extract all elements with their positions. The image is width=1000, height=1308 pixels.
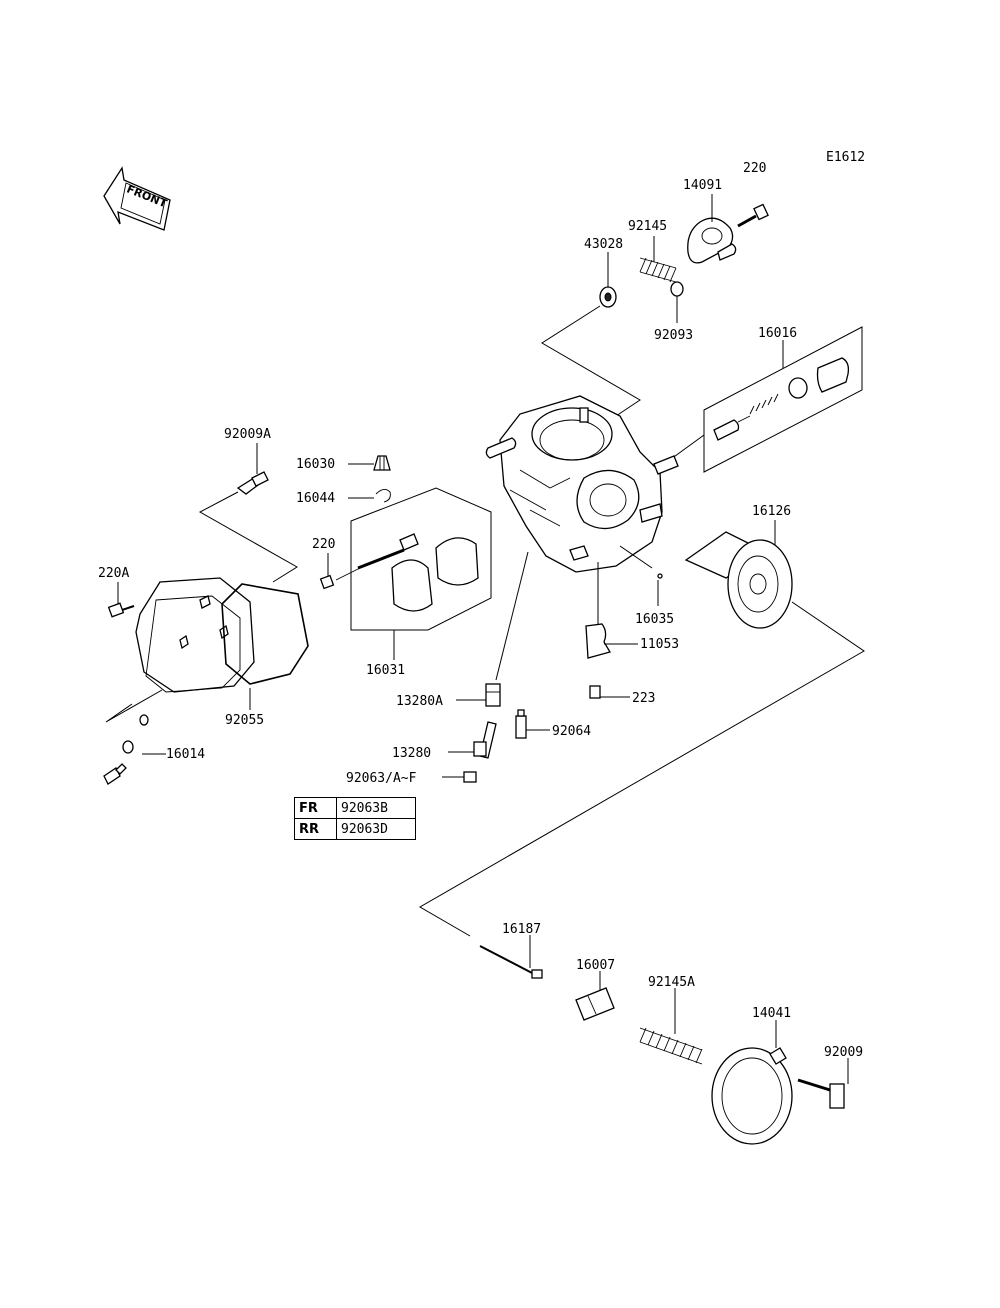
label-92145A: 92145A (648, 975, 695, 990)
part-92009A-valve (236, 471, 269, 495)
part-16031-float (335, 533, 479, 612)
part-220-screw-mid (319, 574, 335, 590)
variant-value: 92063D (336, 818, 416, 840)
label-11053: 11053 (640, 637, 679, 652)
label-13280A: 13280A (396, 694, 443, 709)
label-16126: 16126 (752, 504, 791, 519)
carburetor-body (485, 395, 679, 573)
part-16014-drain-screw (103, 714, 149, 785)
part-16187-needle (479, 945, 543, 979)
box-16016 (703, 326, 863, 473)
label-92009A: 92009A (224, 427, 271, 442)
label-92009: 92009 (824, 1045, 863, 1060)
part-16007-needle-holder (575, 987, 615, 1021)
part-16044-clip (375, 489, 391, 503)
part-14041-top-cover (711, 1047, 793, 1145)
part-43028 (599, 286, 617, 308)
part-11053-bracket (585, 623, 611, 659)
part-16126-diaphragm (684, 531, 793, 629)
label-14091: 14091 (683, 178, 722, 193)
table-row: FR 92063B (294, 797, 416, 819)
part-16035-jet (657, 573, 663, 579)
part-92145-spring (639, 257, 677, 283)
box-16031 (350, 487, 492, 631)
label-92145: 92145 (628, 219, 667, 234)
part-92055-gasket (221, 583, 309, 685)
jet-variant-table: FR 92063B RR 92063D (294, 797, 416, 840)
table-row: RR 92063D (294, 818, 416, 840)
label-16035: 16035 (635, 612, 674, 627)
part-14091-cover (687, 217, 737, 264)
part-92145A-spring (639, 1027, 703, 1065)
label-16007: 16007 (576, 958, 615, 973)
label-16187: 16187 (502, 922, 541, 937)
part-13280-pilot-jet (473, 721, 497, 759)
part-16030-float-valve (373, 455, 391, 471)
variant-key: RR (294, 818, 337, 840)
label-16030: 16030 (296, 457, 335, 472)
front-arrow-icon: FRONT (103, 166, 171, 231)
part-220-screw-top (737, 203, 769, 228)
label-92055: 92055 (225, 713, 264, 728)
label-16044: 16044 (296, 491, 335, 506)
label-92093: 92093 (654, 328, 693, 343)
label-220-mid: 220 (312, 537, 335, 552)
label-13280: 13280 (392, 746, 431, 761)
part-92063-main-jet (463, 771, 477, 783)
label-220A: 220A (98, 566, 129, 581)
part-92064-jet (515, 709, 527, 739)
diagram-code: E1612 (826, 150, 865, 165)
label-43028: 43028 (584, 237, 623, 252)
part-92009-screw (797, 1078, 845, 1109)
label-92063: 92063/A~F (346, 771, 417, 786)
part-92093-oring (670, 281, 684, 297)
part-13280A-needle-jet-holder (485, 683, 501, 707)
label-92064: 92064 (552, 724, 591, 739)
label-223: 223 (632, 691, 655, 706)
label-16031: 16031 (366, 663, 405, 678)
label-14041: 14041 (752, 1006, 791, 1021)
label-220-top: 220 (743, 161, 766, 176)
part-220A-screw (107, 602, 135, 618)
variant-key: FR (294, 797, 337, 819)
label-16016: 16016 (758, 326, 797, 341)
variant-value: 92063B (336, 797, 416, 819)
label-16014: 16014 (166, 747, 205, 762)
part-16016-starter-plunger (713, 357, 850, 441)
part-223-screw (589, 685, 601, 699)
part-float-bowl (135, 577, 255, 693)
